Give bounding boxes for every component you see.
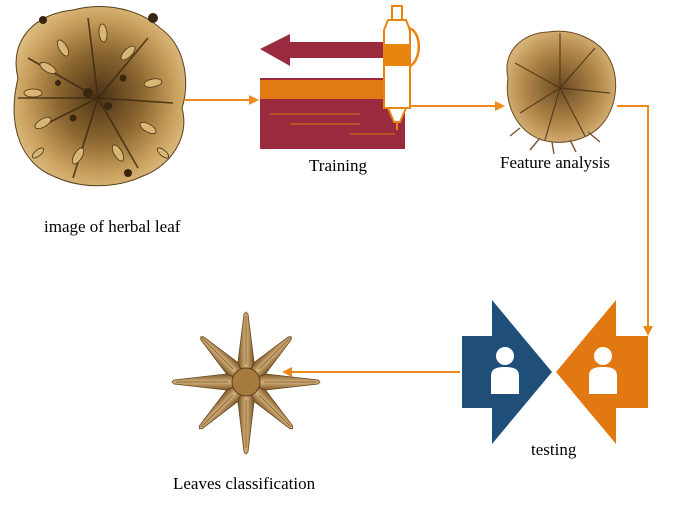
feature-analysis-label: Feature analysis [500,153,610,172]
arrow-feature-to-testing [617,105,653,336]
herbal-leaf-image [13,6,187,187]
classification-label: Leaves classification [173,474,316,493]
testing-icon [462,300,648,444]
back-arrow-icon [260,34,385,66]
feature-analysis-image [506,30,617,155]
person-icon [589,347,617,394]
input-image-label: image of herbal leaf [44,217,181,236]
classified-leaf-image [171,311,321,455]
person-icon [491,347,519,394]
training-icon [260,5,420,149]
pen-icon [383,5,420,130]
training-label: Training [309,156,367,175]
testing-label: testing [531,440,577,459]
